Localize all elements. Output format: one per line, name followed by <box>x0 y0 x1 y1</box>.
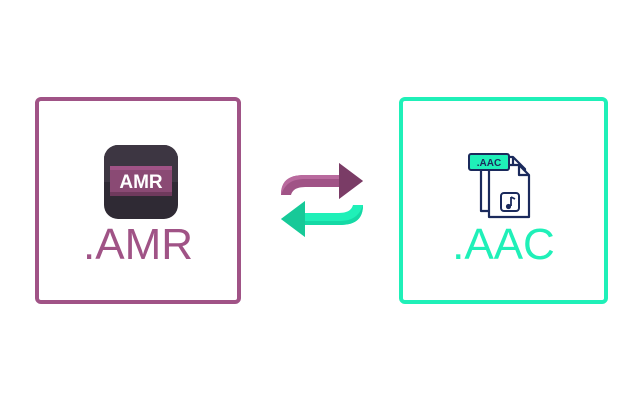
left-arrow-icon <box>281 201 363 237</box>
aac-file-icon: .AAC <box>468 153 531 219</box>
aac-badge-text: .AAC <box>477 158 501 169</box>
right-arrow-icon <box>281 163 363 199</box>
amr-file-icon: AMR <box>104 145 178 219</box>
music-note-icon <box>505 196 516 210</box>
target-format-card: .AAC .AAC <box>399 97 608 304</box>
source-format-card: AMR .AMR <box>35 97 241 304</box>
source-extension-label: .AMR <box>83 220 193 269</box>
amr-badge-text: AMR <box>119 172 163 193</box>
target-extension-label: .AAC <box>452 220 555 269</box>
convert-arrows-icon <box>281 163 363 237</box>
